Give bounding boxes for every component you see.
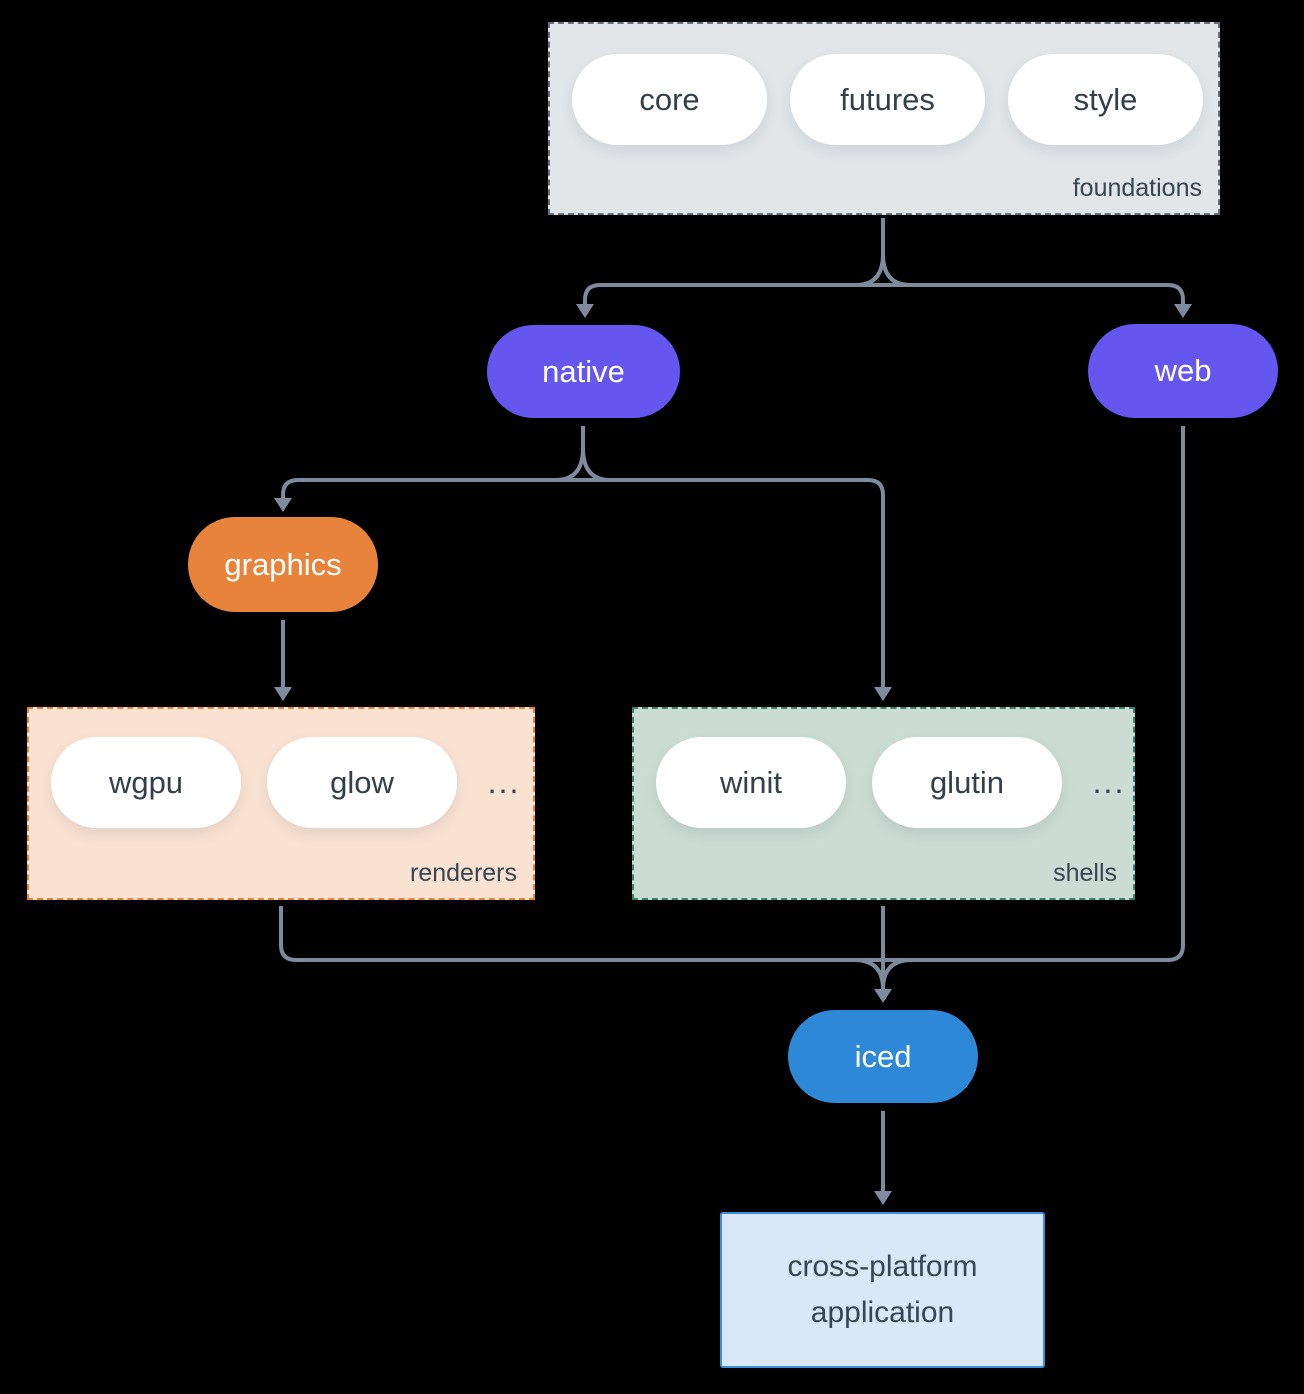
crate-pill-winit: winit [656, 737, 846, 828]
crate-label-futures: futures [840, 81, 935, 117]
arrowhead-renderers [274, 687, 292, 701]
edge-foundations-flare-left [855, 253, 885, 287]
edge-merge-bus [279, 426, 1185, 962]
web-node-label: web [1154, 353, 1212, 388]
arrowhead-application [874, 1191, 892, 1205]
renderers-group-label: renderers [410, 859, 517, 887]
edge-merge-flare-left [853, 958, 885, 990]
crate-pill-futures: futures [790, 54, 985, 145]
foundations-group-label: foundations [1072, 174, 1202, 202]
edge-native-flare-left [555, 447, 585, 482]
crate-label-winit: winit [719, 764, 782, 800]
renderers-ellipsis: ... [487, 764, 521, 800]
shells-group-label: shells [1053, 859, 1117, 887]
edge-native-flare-right [581, 447, 611, 482]
renderers-group-box: wgpu glow ... renderers [27, 707, 535, 900]
arrowhead-graphics [274, 498, 292, 512]
crate-pill-style: style [1008, 54, 1203, 145]
arrowhead-shells [874, 687, 892, 701]
iced-node-label: iced [854, 1038, 912, 1074]
native-node: native [487, 325, 680, 418]
edge-to-native-web [583, 283, 1185, 306]
native-node-label: native [542, 353, 625, 389]
web-node: web [1088, 324, 1278, 418]
edge-foundations-flare-right [881, 253, 911, 287]
crate-label-glutin: glutin [929, 764, 1005, 800]
crate-pill-glow: glow [267, 737, 457, 828]
graphics-node-label: graphics [224, 546, 342, 582]
crate-label-glow: glow [330, 764, 394, 800]
shells-ellipsis: ... [1092, 764, 1126, 800]
graphics-node: graphics [188, 517, 378, 612]
application-node-label: cross-platform application [787, 1249, 978, 1330]
shells-group-box: winit glutin ... shells [632, 707, 1135, 900]
foundations-group-box: core futures style foundations [548, 22, 1220, 215]
crate-pill-wgpu: wgpu [51, 737, 241, 828]
crate-label-wgpu: wgpu [108, 764, 184, 800]
application-node: cross-platform application [720, 1212, 1045, 1368]
arrowhead-iced [874, 989, 892, 1003]
iced-node: iced [788, 1010, 978, 1103]
edge-merge-flare-right [881, 958, 913, 990]
crate-pill-glutin: glutin [872, 737, 1062, 828]
arrowhead-web [1174, 304, 1192, 318]
arrowhead-native [576, 304, 594, 318]
crate-label-style: style [1073, 81, 1138, 117]
edge-to-graphics-shells [281, 478, 885, 688]
crate-label-core: core [639, 81, 700, 117]
crate-pill-core: core [572, 54, 767, 145]
